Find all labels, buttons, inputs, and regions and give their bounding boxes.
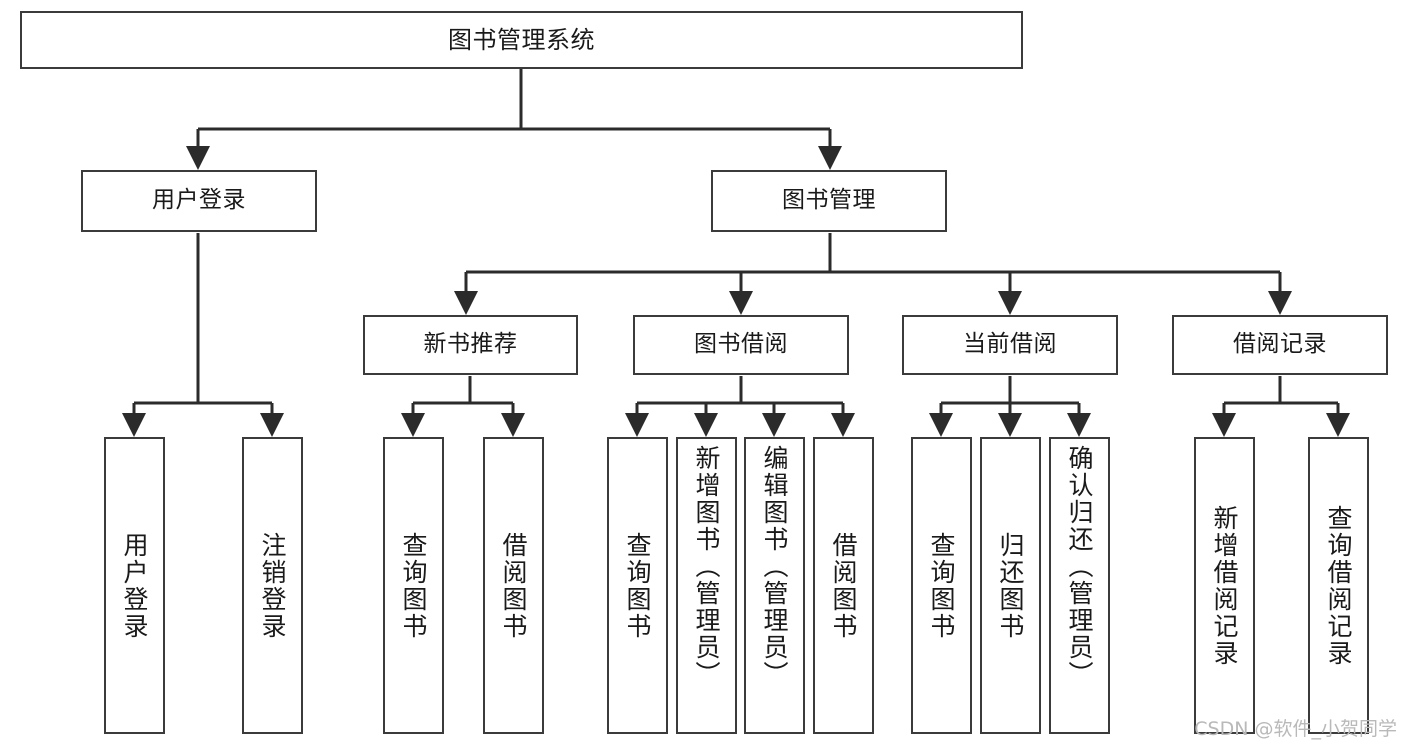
node-book-borrow[interactable]: 图书借阅 <box>633 315 849 375</box>
node-label: 新书推荐 <box>423 331 518 358</box>
node-label: 编辑图书（管理员） <box>760 445 789 688</box>
node-book-management[interactable]: 图书管理 <box>711 170 947 232</box>
node-label: 确认归还（管理员） <box>1065 445 1094 688</box>
csdn-watermark: CSDN @软件_小贺同学 <box>1194 718 1397 740</box>
node-label: 注销登录 <box>258 531 287 640</box>
node-leaf-borrow-book[interactable]: 借阅图书 <box>813 437 874 734</box>
node-label: 归还图书 <box>996 531 1025 640</box>
node-leaf-borrow-book-recommend[interactable]: 借阅图书 <box>483 437 544 734</box>
node-label: 图书借阅 <box>694 331 788 358</box>
node-label: 查询图书 <box>623 531 652 640</box>
node-label: 图书管理 <box>782 187 876 214</box>
node-label: 借阅图书 <box>499 531 528 640</box>
node-label: 查询图书 <box>927 531 956 640</box>
node-label: 借阅记录 <box>1233 331 1327 358</box>
node-leaf-confirm-return-admin[interactable]: 确认归还（管理员） <box>1049 437 1110 734</box>
node-leaf-user-login[interactable]: 用户登录 <box>104 437 165 734</box>
node-label: 新增图书（管理员） <box>692 445 721 688</box>
node-leaf-query-book-borrow[interactable]: 查询图书 <box>607 437 668 734</box>
node-leaf-edit-book-admin[interactable]: 编辑图书（管理员） <box>744 437 805 734</box>
node-user-login[interactable]: 用户登录 <box>81 170 317 232</box>
node-root-book-management-system[interactable]: 图书管理系统 <box>20 11 1023 69</box>
node-leaf-return-book[interactable]: 归还图书 <box>980 437 1041 734</box>
node-label: 用户登录 <box>152 187 246 214</box>
node-borrow-record[interactable]: 借阅记录 <box>1172 315 1388 375</box>
node-new-book-recommend[interactable]: 新书推荐 <box>363 315 578 375</box>
node-label: 借阅图书 <box>829 531 858 640</box>
node-leaf-query-book-current[interactable]: 查询图书 <box>911 437 972 734</box>
node-current-borrow[interactable]: 当前借阅 <box>902 315 1118 375</box>
node-label: 查询借阅记录 <box>1324 504 1353 667</box>
node-label: 用户登录 <box>120 531 149 640</box>
node-label: 当前借阅 <box>963 331 1057 358</box>
node-label: 查询图书 <box>399 531 428 640</box>
node-leaf-add-borrow-record[interactable]: 新增借阅记录 <box>1194 437 1255 734</box>
node-leaf-add-book-admin[interactable]: 新增图书（管理员） <box>676 437 737 734</box>
node-leaf-user-logout[interactable]: 注销登录 <box>242 437 303 734</box>
node-label: 图书管理系统 <box>448 25 595 54</box>
node-leaf-query-book-recommend[interactable]: 查询图书 <box>383 437 444 734</box>
node-label: 新增借阅记录 <box>1210 504 1239 667</box>
node-leaf-query-borrow-record[interactable]: 查询借阅记录 <box>1308 437 1369 734</box>
